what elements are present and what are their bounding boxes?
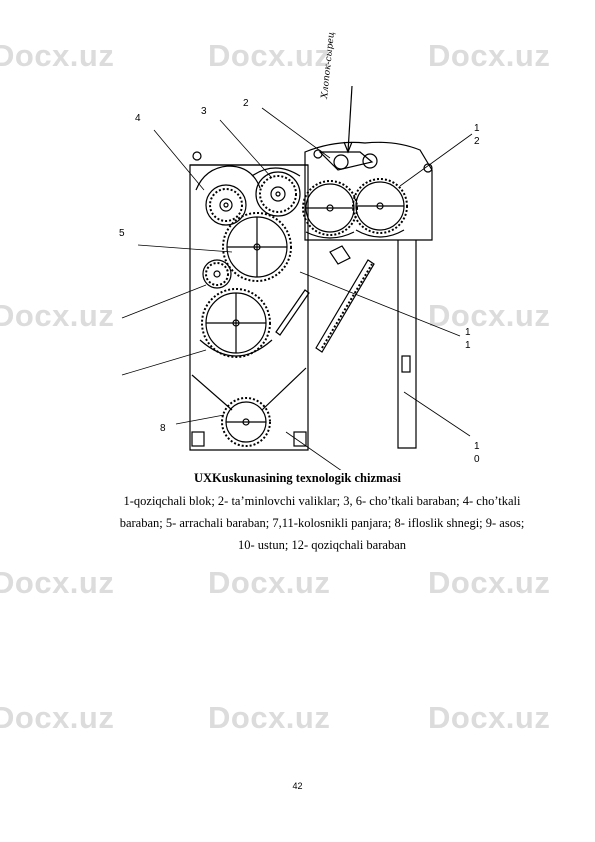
page-number: 42 <box>292 781 303 791</box>
feeder-block <box>304 141 433 241</box>
callout-2: 2 <box>243 98 249 109</box>
callout-8: 8 <box>160 423 166 434</box>
figure-caption: 1-qoziqchali blok; 2- ta’minlovchi valik… <box>119 494 525 552</box>
watermark: Docx.uz <box>428 565 551 600</box>
callout-4: 4 <box>135 113 141 124</box>
watermark: Docx.uz <box>0 700 115 735</box>
callout-12: 1 2 <box>474 123 480 147</box>
watermark: Docx.uz <box>428 298 551 333</box>
callout-3: 3 <box>201 106 207 117</box>
callout-11: 1 1 <box>465 327 471 351</box>
watermark: Docx.uz <box>208 700 331 735</box>
column <box>397 240 417 449</box>
figure-title: UXKuskunasining texnologik chizmasi <box>194 471 401 485</box>
housing-left <box>189 164 309 451</box>
watermark: Docx.uz <box>0 565 115 600</box>
watermark: Docx.uz <box>208 38 331 73</box>
watermark: Docx.uz <box>208 565 331 600</box>
watermark: Docx.uz <box>0 38 115 73</box>
watermark: Docx.uz <box>428 700 551 735</box>
watermark: Docx.uz <box>0 298 115 333</box>
callout-10: 1 0 <box>474 441 480 465</box>
technical-drawing <box>121 85 473 470</box>
callout-5: 5 <box>119 228 125 239</box>
watermark: Docx.uz <box>428 38 551 73</box>
